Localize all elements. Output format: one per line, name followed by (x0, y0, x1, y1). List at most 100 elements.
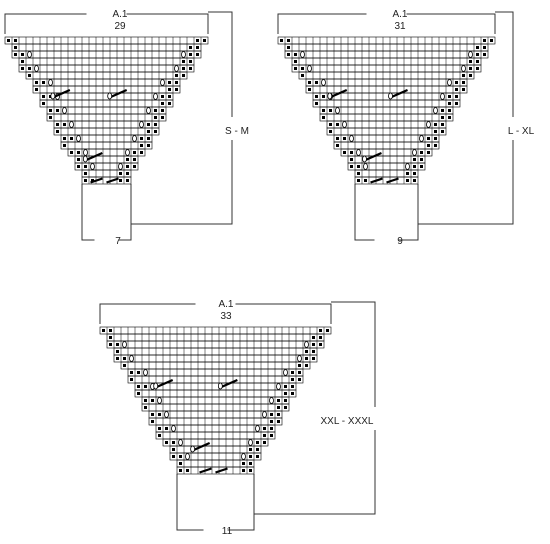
top-bracket-right (235, 303, 332, 324)
grid-row (18, 57, 195, 66)
size-bracket-bottom (254, 430, 376, 515)
yarn-over-symbol (300, 51, 305, 58)
filled-square-symbol (147, 130, 150, 133)
decrease-symbol (370, 177, 383, 184)
filled-square-symbol (35, 81, 38, 84)
top-bracket-left (99, 303, 196, 324)
filled-square-symbol (172, 455, 175, 458)
chart-xxl-xxxl: A.1 33 XXL - XXXL 11 (99, 299, 376, 537)
filled-square-symbol (242, 462, 245, 465)
filled-square-symbol (455, 95, 458, 98)
size-bracket-top (208, 11, 233, 117)
filled-square-symbol (158, 427, 161, 430)
yarn-over-symbol (157, 397, 162, 404)
filled-square-symbol (406, 172, 409, 175)
yarn-over-symbol (69, 121, 74, 128)
filled-square-symbol (109, 329, 112, 332)
filled-square-symbol (140, 151, 143, 154)
bottom-bracket-right (118, 184, 132, 241)
filled-square-symbol (249, 462, 252, 465)
filled-square-symbol (256, 441, 259, 444)
yarn-over-symbol (48, 79, 53, 86)
filled-square-symbol (357, 165, 360, 168)
filled-square-symbol (434, 130, 437, 133)
grid-row (277, 36, 496, 45)
filled-square-symbol (182, 60, 185, 63)
top-bracket-left (4, 13, 87, 34)
yarn-over-symbol (363, 163, 368, 170)
filled-square-symbol (476, 46, 479, 49)
filled-square-symbol (196, 46, 199, 49)
decrease-symbol (90, 177, 103, 184)
decrease-symbol (85, 151, 103, 162)
decrease-symbol (106, 177, 119, 184)
filled-square-symbol (326, 329, 329, 332)
grid-row (169, 445, 262, 454)
filled-square-symbol (179, 455, 182, 458)
filled-square-symbol (175, 74, 178, 77)
filled-square-symbol (462, 74, 465, 77)
filled-square-symbol (441, 130, 444, 133)
filled-square-symbol (77, 158, 80, 161)
chart-s-m-bottom-stitches: 7 (115, 236, 121, 247)
filled-square-symbol (182, 74, 185, 77)
filled-square-symbol (137, 371, 140, 374)
filled-square-symbol (315, 95, 318, 98)
filled-square-symbol (84, 179, 87, 182)
filled-square-symbol (42, 81, 45, 84)
filled-square-symbol (77, 151, 80, 154)
filled-square-symbol (336, 137, 339, 140)
grid-row (340, 148, 433, 157)
filled-square-symbol (462, 88, 465, 91)
filled-square-symbol (14, 53, 17, 56)
yarn-over-symbol (178, 439, 183, 446)
filled-square-symbol (84, 165, 87, 168)
filled-square-symbol (490, 39, 493, 42)
filled-square-symbol (35, 88, 38, 91)
bottom-bracket-left (176, 474, 204, 531)
filled-square-symbol (291, 392, 294, 395)
filled-square-symbol (49, 109, 52, 112)
yarn-over-symbol (171, 425, 176, 432)
filled-square-symbol (144, 399, 147, 402)
chart-xxl-xxxl-name: A.1 (218, 299, 233, 310)
filled-square-symbol (329, 130, 332, 133)
filled-square-symbol (462, 81, 465, 84)
grid-row (106, 340, 325, 349)
yarn-over-symbol (440, 93, 445, 100)
filled-square-symbol (343, 151, 346, 154)
yarn-over-symbol (405, 163, 410, 170)
filled-square-symbol (427, 151, 430, 154)
yarn-over-symbol (307, 65, 312, 72)
filled-square-symbol (137, 385, 140, 388)
yarn-over-symbol (241, 453, 246, 460)
filled-square-symbol (203, 39, 206, 42)
filled-square-symbol (305, 350, 308, 353)
yarn-over-symbol (433, 107, 438, 114)
size-bracket-top (331, 301, 376, 407)
filled-square-symbol (350, 151, 353, 154)
yarn-over-symbol (461, 65, 466, 72)
yarn-over-symbol (419, 135, 424, 142)
filled-square-symbol (123, 357, 126, 360)
grid-row (18, 64, 195, 73)
filled-square-symbol (140, 144, 143, 147)
grid-row (81, 169, 132, 178)
filled-square-symbol (196, 39, 199, 42)
filled-square-symbol (298, 378, 301, 381)
filled-square-symbol (263, 441, 266, 444)
filled-square-symbol (133, 158, 136, 161)
yarn-over-symbol (118, 163, 123, 170)
filled-square-symbol (161, 102, 164, 105)
filled-square-symbol (448, 102, 451, 105)
filled-square-symbol (63, 144, 66, 147)
filled-square-symbol (287, 39, 290, 42)
yarn-over-symbol (181, 51, 186, 58)
filled-square-symbol (336, 123, 339, 126)
filled-square-symbol (287, 53, 290, 56)
filled-square-symbol (448, 109, 451, 112)
chart-xxl-xxxl-grid (99, 326, 332, 475)
filled-square-symbol (49, 116, 52, 119)
yarn-over-symbol (276, 383, 281, 390)
grid-row (284, 50, 489, 59)
